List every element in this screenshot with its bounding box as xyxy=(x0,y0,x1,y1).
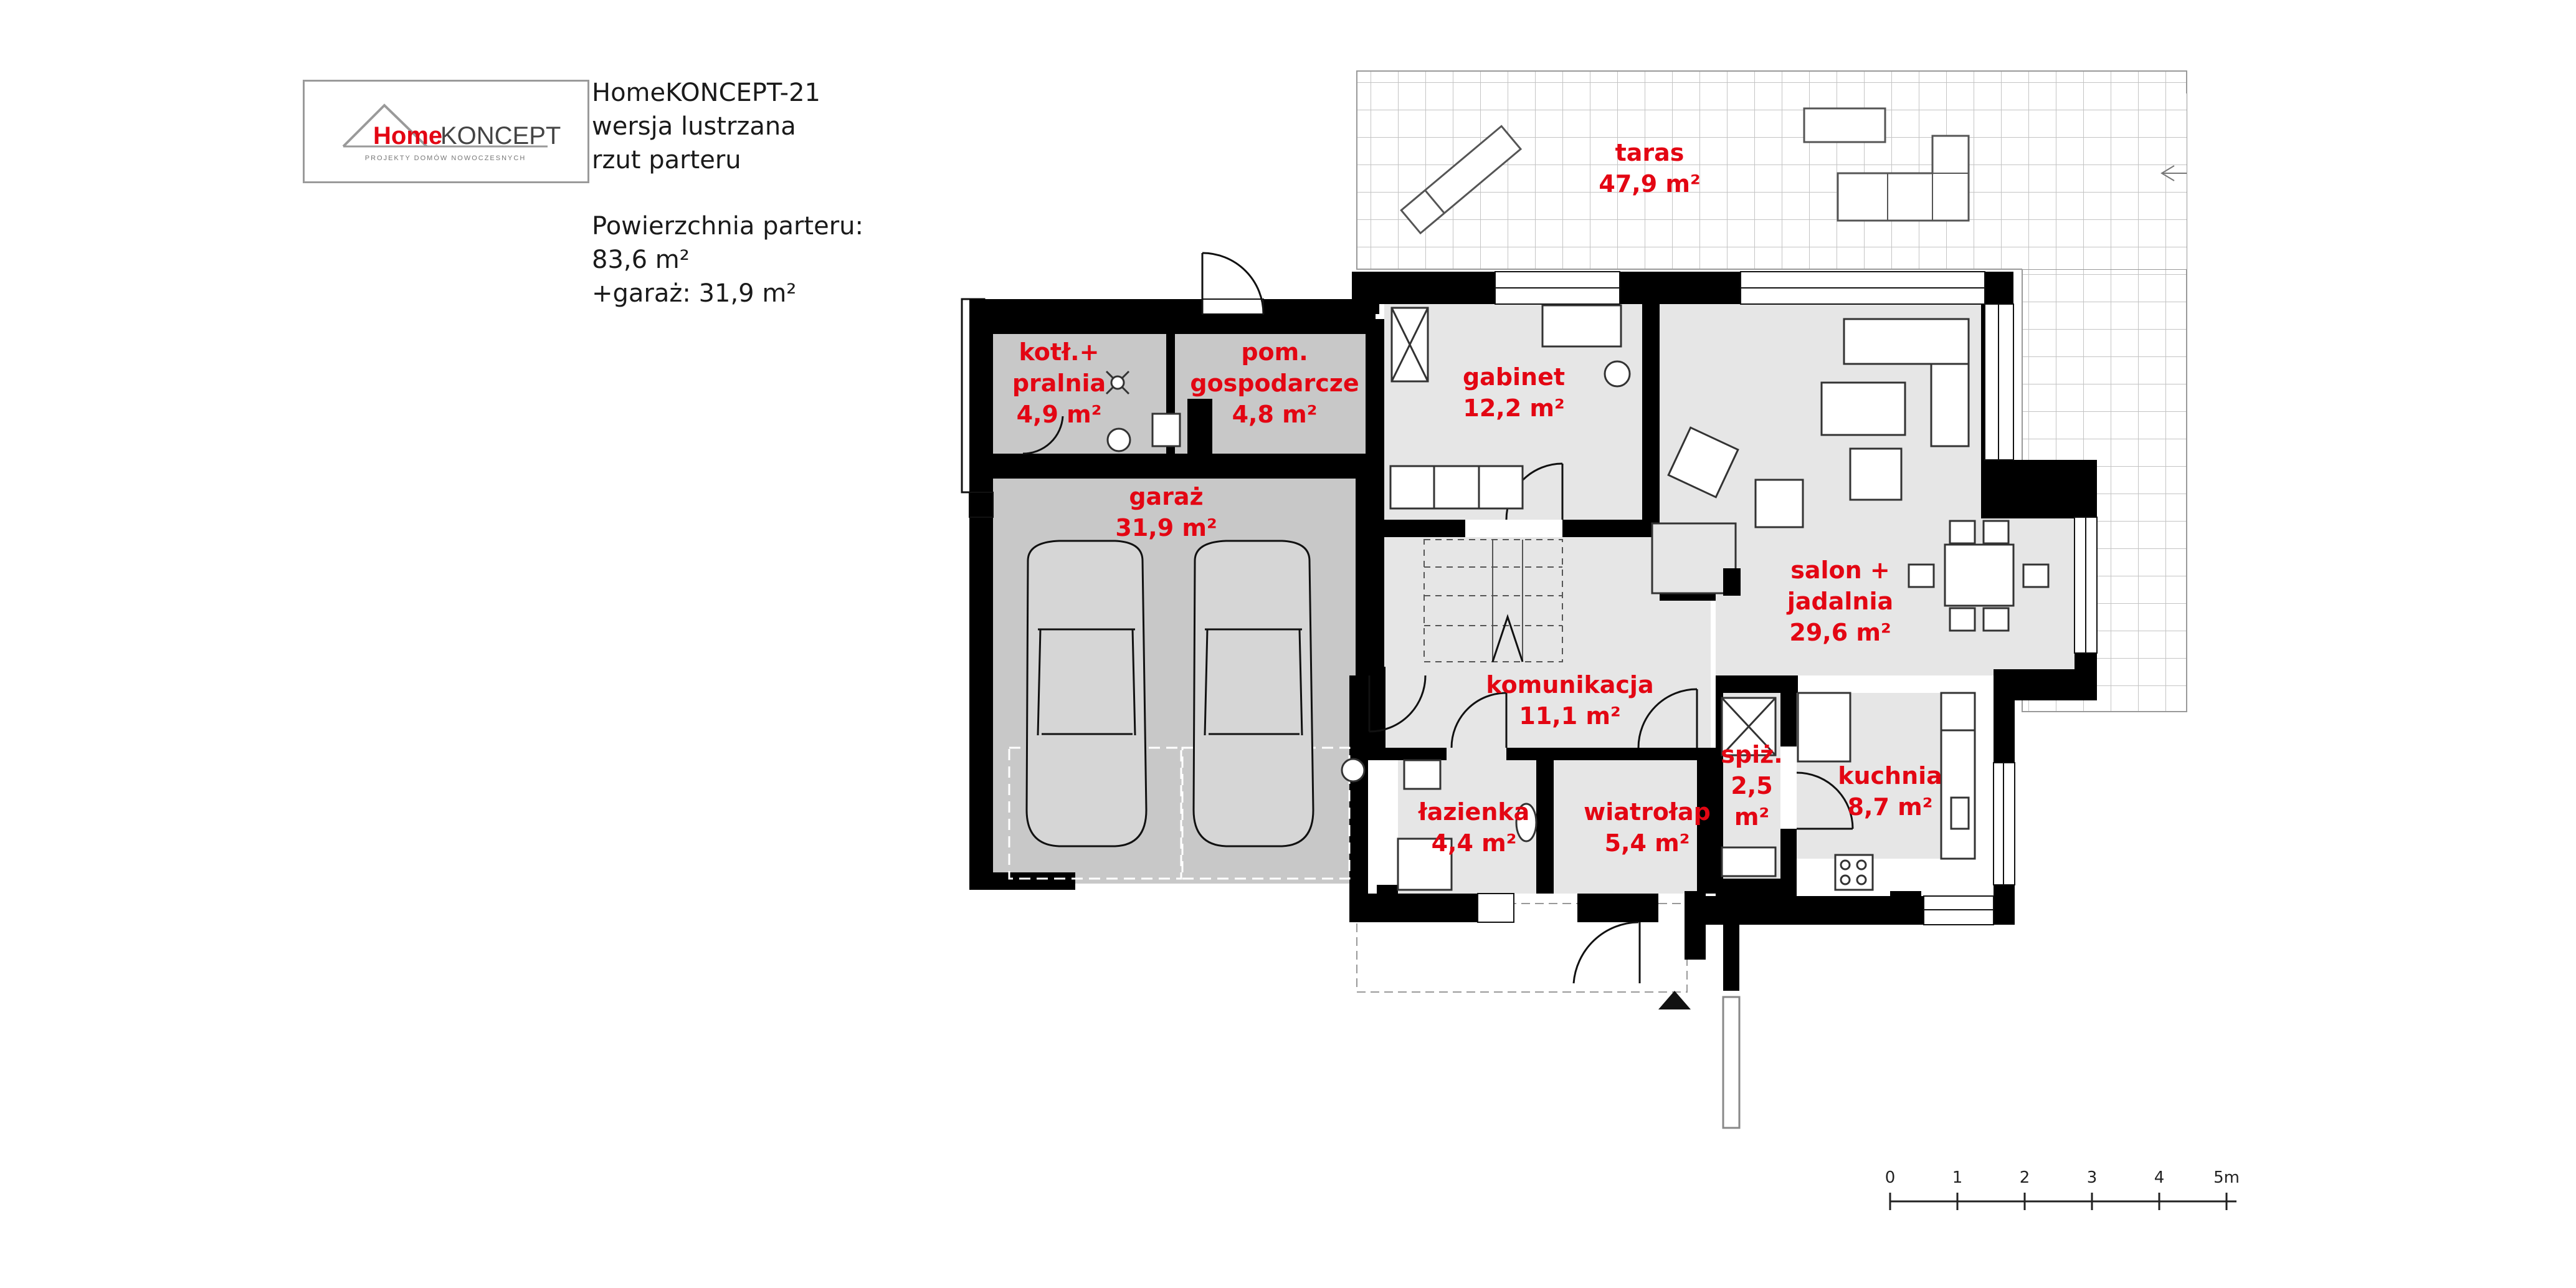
plan-type: rzut parteru xyxy=(592,146,741,174)
label-lazienka-area: 4,4 m² xyxy=(1432,829,1517,857)
armchair-2 xyxy=(1754,479,1804,528)
label-pom-2: gospodarcze xyxy=(1190,370,1359,397)
salon-sofa-side xyxy=(1930,363,1970,447)
logo-tagline: PROJEKTY DOMÓW NOWOCZESNYCH xyxy=(365,154,526,162)
label-komunikacja-area: 11,1 m² xyxy=(1519,702,1620,730)
label-taras: taras xyxy=(1615,139,1685,166)
label-gabinet-area: 12,2 m² xyxy=(1463,394,1564,422)
scale-tick-label: 0 xyxy=(1885,1168,1896,1187)
area-title: Powierzchnia parteru: xyxy=(592,212,863,241)
entrance-wall xyxy=(1722,996,1741,1129)
sink-icon xyxy=(1950,796,1970,830)
project-variant: wersja lustrzana xyxy=(592,112,796,141)
label-taras-area: 47,9 m² xyxy=(1599,170,1700,198)
cars xyxy=(1008,540,1351,880)
area-value: 83,6 m² xyxy=(592,246,690,274)
washer-icon xyxy=(1151,413,1181,447)
label-spiz-3: m² xyxy=(1734,803,1769,831)
scale-tick-label: 3 xyxy=(2087,1168,2098,1187)
desk xyxy=(1541,304,1622,348)
desk-chair xyxy=(1604,360,1631,388)
label-wiatrolap-area: 5,4 m² xyxy=(1605,829,1690,857)
company-logo: Home KONCEPT PROJEKTY DOMÓW NOWOCZESNYCH xyxy=(303,80,589,183)
label-kotl-area: 4,9 m² xyxy=(1017,401,1102,428)
outdoor-table xyxy=(1803,107,1886,143)
drain-icon xyxy=(1341,758,1366,783)
car-right xyxy=(1192,540,1314,847)
project-name: HomeKONCEPT-21 xyxy=(592,79,820,107)
label-spiz: spiż. xyxy=(1721,741,1782,768)
scale-tick-label: 4 xyxy=(2154,1168,2165,1187)
label-wiatrolap: wiatrołap xyxy=(1584,798,1711,826)
armchair-3 xyxy=(1667,426,1739,499)
project-info: HomeKONCEPT-21 wersja lustrzana rzut par… xyxy=(592,76,863,310)
logo-house-icon: Home KONCEPT PROJEKTY DOMÓW NOWOCZESNYCH xyxy=(342,103,561,162)
stairs xyxy=(1423,539,1563,662)
label-pom-area: 4,8 m² xyxy=(1232,401,1318,428)
entrance-arrow-icon xyxy=(1658,991,1691,1009)
armchair-1 xyxy=(1849,447,1903,501)
label-kotl: kotł.+ xyxy=(1019,338,1100,366)
coffee-table xyxy=(1820,381,1906,436)
furniture xyxy=(1105,304,2050,891)
label-lazienka: łazienka xyxy=(1418,798,1530,826)
gabinet-sofa xyxy=(1389,465,1524,510)
scale-tick-label: 1 xyxy=(1952,1168,1963,1187)
walls xyxy=(969,272,2097,991)
label-salon-2: jadalnia xyxy=(1786,588,1893,615)
salon-sofa-top xyxy=(1843,318,1970,365)
label-garaz: garaż xyxy=(1129,483,1203,510)
logo-koncept-text: KONCEPT xyxy=(440,122,561,150)
floor-wiatrolap xyxy=(1554,760,1697,894)
shower-icon xyxy=(1397,837,1453,891)
label-spiz-2: 2,5 xyxy=(1731,772,1772,799)
kitchen-counter xyxy=(1940,729,1976,860)
label-salon-area: 29,6 m² xyxy=(1789,619,1891,646)
label-salon: salon + xyxy=(1790,556,1890,584)
scale-bar: 0 1 2 3 4 5m xyxy=(1885,1168,2240,1210)
label-gabinet: gabinet xyxy=(1463,363,1565,391)
label-komunikacja: komunikacja xyxy=(1486,671,1653,699)
label-kotl-2: pralnia xyxy=(1012,370,1106,397)
label-kuchnia: kuchnia xyxy=(1838,762,1942,789)
label-pom: pom. xyxy=(1241,338,1308,366)
washbasin-icon xyxy=(1515,803,1538,842)
logo-home-text: Home xyxy=(373,122,442,150)
boiler-icon xyxy=(1106,427,1131,452)
scale-tick-label: 2 xyxy=(2020,1168,2030,1187)
room-labels: taras 47,9 m² kotł.+ pralnia 4,9 m² pom.… xyxy=(1012,139,1942,857)
terrace xyxy=(1356,70,2187,712)
toilet-icon xyxy=(1403,759,1442,790)
garage-area-value: +garaż: 31,9 m² xyxy=(592,279,797,308)
floor-kotlownia xyxy=(993,334,1166,454)
stove-icon xyxy=(1834,854,1874,891)
sun-lounger xyxy=(1400,125,1523,235)
kitchen-island xyxy=(1797,692,1851,763)
fireplace xyxy=(1651,522,1737,594)
car-left xyxy=(1025,540,1148,847)
dining-table xyxy=(1944,543,2015,607)
label-kuchnia-area: 8,7 m² xyxy=(1848,793,1933,821)
scale-tick-label: 5m xyxy=(2213,1168,2240,1187)
label-garaz-area: 31,9 m² xyxy=(1115,514,1217,541)
